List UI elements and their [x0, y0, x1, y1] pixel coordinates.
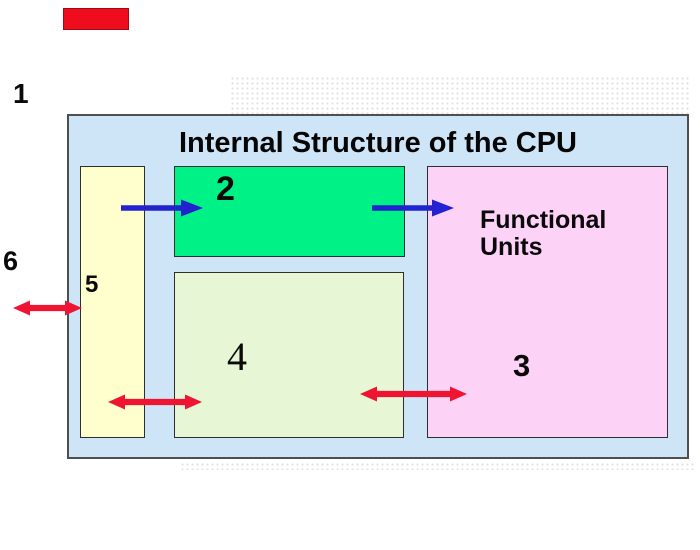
- red-marker-box[interactable]: [63, 8, 129, 30]
- left-tall-box[interactable]: [80, 166, 145, 438]
- marker-label-2: 2: [216, 170, 235, 208]
- marker-label-5: 5: [85, 271, 99, 298]
- dot-texture-bottom: [180, 462, 695, 470]
- red-double-arrow-left-to-bottom: [108, 392, 202, 412]
- top-green-box[interactable]: [174, 166, 405, 257]
- blue-arrow-left-to-green: [121, 198, 203, 218]
- functional-units-label: Functional Units: [480, 206, 607, 261]
- red-double-arrow-external: [13, 298, 82, 318]
- marker-label-4: 4: [227, 334, 247, 379]
- dot-texture-top: [230, 76, 690, 114]
- bottom-green-box[interactable]: [174, 272, 404, 438]
- marker-label-3: 3: [513, 348, 531, 383]
- red-double-arrow-bottom-to-functional: [360, 384, 467, 404]
- functional-units-box[interactable]: [427, 166, 668, 438]
- marker-label-6: 6: [3, 246, 19, 276]
- marker-label-1: 1: [13, 78, 29, 109]
- diagram-title: Internal Structure of the CPU: [179, 127, 577, 159]
- blue-arrow-green-to-functional: [372, 198, 454, 218]
